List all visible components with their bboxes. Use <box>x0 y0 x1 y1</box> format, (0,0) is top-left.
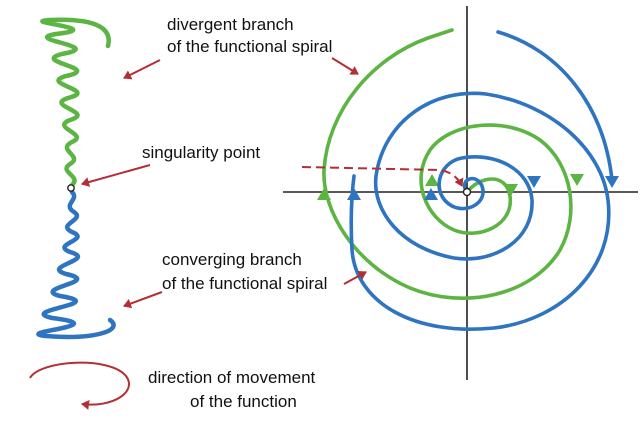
converging-pointer-left <box>123 291 163 309</box>
converging-label-line2: of the functional spiral <box>162 274 327 293</box>
divergent-label-line1: divergent branch <box>167 15 294 34</box>
direction-label-line2: of the function <box>190 392 297 411</box>
pointer-arrows <box>81 57 464 309</box>
green-spiral <box>322 28 573 300</box>
blue-spiral-arrowheads <box>347 176 619 200</box>
converging-label-line1: converging branch <box>162 250 302 269</box>
converging-spiral-coil <box>36 189 116 340</box>
direction-label-line1: direction of movement <box>148 368 316 387</box>
divergent-spiral-coil <box>40 17 111 188</box>
green-spiral-arrowheads <box>317 174 584 200</box>
divergent-pointer-right <box>331 57 359 75</box>
coordinate-axes <box>283 6 638 380</box>
origin-singularity <box>462 187 472 197</box>
divergent-label-line2: of the functional spiral <box>167 37 332 56</box>
singularity-pointer-left <box>81 164 151 187</box>
singularity-marker <box>67 184 75 192</box>
converging-pointer-right <box>343 270 367 285</box>
divergent-pointer-left <box>123 59 161 80</box>
direction-legend-arrow <box>29 361 130 410</box>
blue-spiral <box>349 30 614 331</box>
singularity-label: singularity point <box>142 143 260 162</box>
